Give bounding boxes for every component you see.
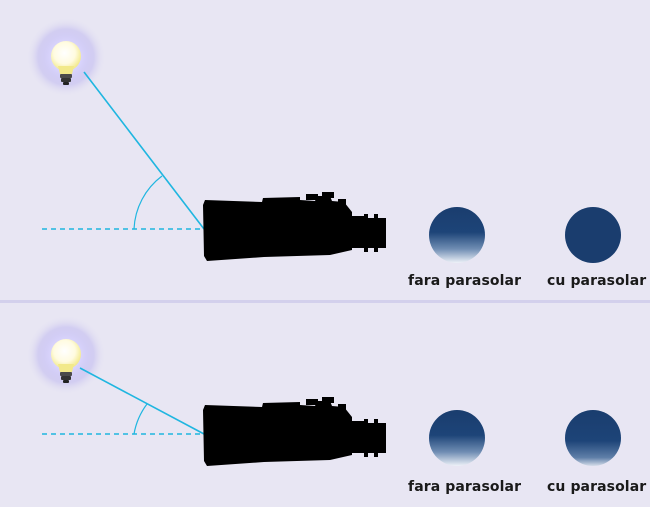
light-ray (79, 367, 205, 435)
scene-bottom: fara parasolar cu parasolar (0, 303, 650, 507)
angle-arc (133, 175, 163, 230)
result-with-hood (565, 207, 621, 263)
result-without-hood (429, 410, 485, 466)
result-without-hood (429, 207, 485, 263)
result-with-hood (565, 410, 621, 466)
label-with-hood: cu parasolar (547, 273, 647, 289)
scene-top: fara parasolar cu parasolar (26, 17, 647, 289)
angle-arc (133, 403, 148, 435)
label-without-hood: fara parasolar (408, 273, 522, 289)
scene-top-graphic (26, 17, 621, 263)
camera-icon (203, 192, 386, 261)
light-bulb-icon (26, 17, 106, 97)
camera-icon (203, 397, 386, 466)
scene-bottom-graphic (26, 315, 621, 466)
light-bulb-icon (26, 315, 106, 395)
label-without-hood: fara parasolar (408, 479, 522, 495)
scene-divider (0, 300, 650, 303)
label-with-hood: cu parasolar (547, 479, 647, 495)
light-ray (83, 71, 205, 230)
